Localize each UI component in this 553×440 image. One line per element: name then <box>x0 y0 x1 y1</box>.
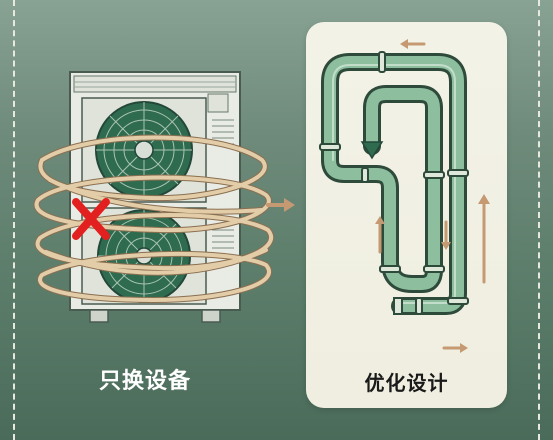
fan-top <box>81 97 207 203</box>
flow-pointer-icon <box>360 141 384 160</box>
right-arrow-icon <box>266 198 295 212</box>
red-x-mark-icon <box>72 198 110 240</box>
outdoor-ac-unit-tangled-pipes-icon <box>33 71 274 323</box>
tangled-pipes <box>33 134 274 304</box>
pipe-joints <box>319 51 469 315</box>
caption-replace-equipment: 只换设备 <box>98 369 191 394</box>
flow-arrows <box>375 39 490 353</box>
caption-optimize-design: 优化设计 <box>364 371 449 395</box>
optimized-pipe-routing-icon <box>319 39 490 353</box>
left-dashed-border <box>13 0 15 440</box>
pipe-end-cap <box>393 297 403 315</box>
optimized-design-card <box>306 22 507 408</box>
right-dashed-border <box>538 0 540 440</box>
